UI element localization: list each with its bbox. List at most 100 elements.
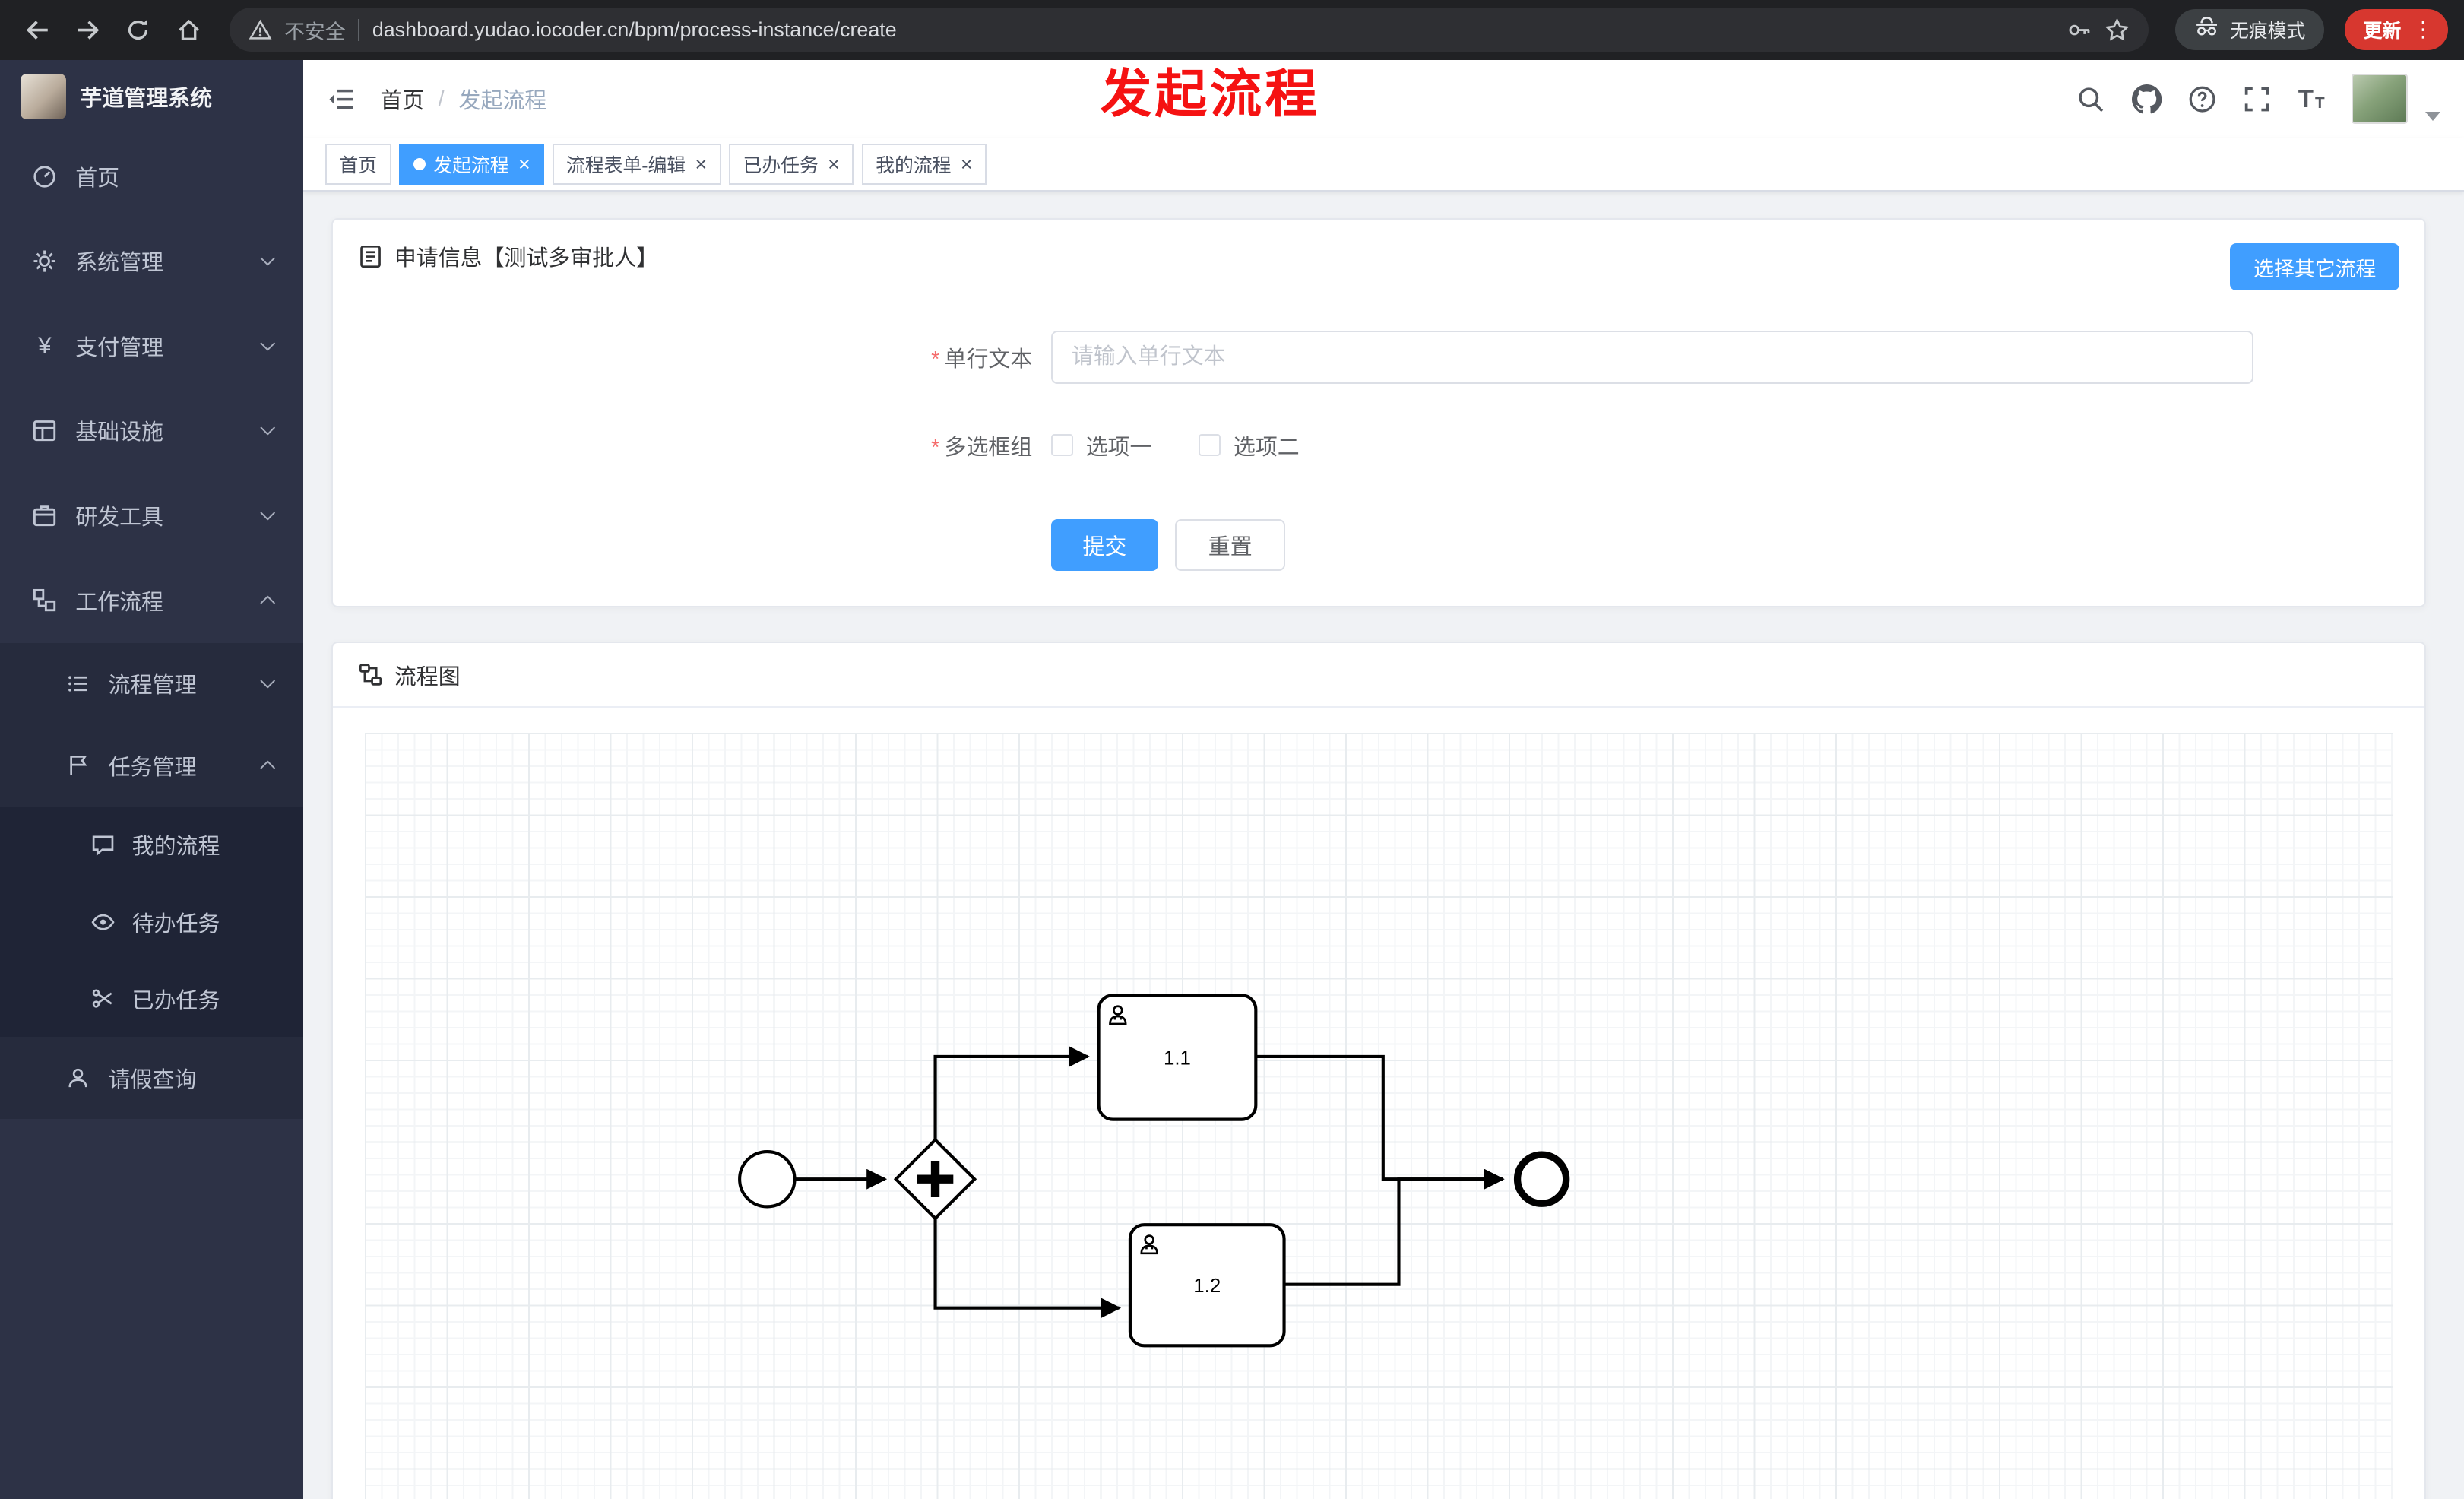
checkbox-box [1051,434,1074,457]
incognito-badge: 无痕模式 [2174,9,2325,51]
checkbox-option-two[interactable]: 选项二 [1199,429,1300,461]
update-button[interactable]: 更新 ⋮ [2344,9,2449,51]
flag-icon [65,752,91,778]
flowchart-icon [358,662,383,687]
sidebar-item-infrastructure[interactable]: 基础设施 [0,388,303,474]
sidebar-item-devtools[interactable]: 研发工具 [0,473,303,558]
list-icon [65,670,91,697]
sidebar-menu: 首页 系统管理 ¥ 支付管理 基础设施 [0,134,304,1119]
active-tab-dot [413,157,426,171]
back-icon[interactable] [16,8,60,52]
checkbox-option-one[interactable]: 选项一 [1051,429,1151,461]
logo-avatar [20,74,66,120]
close-icon[interactable]: × [518,152,530,176]
chevron-down-icon [260,505,276,521]
address-bar[interactable]: 不安全 dashboard.yudao.iocoder.cn/bpm/proce… [229,8,2149,52]
eye-icon [90,908,116,935]
required-mark: * [931,347,940,372]
sidebar-item-todo-tasks[interactable]: 待办任务 [0,883,304,961]
bpmn-sequence-flow [1255,1055,1505,1190]
single-line-text-label: 单行文本 [944,347,1033,372]
bpmn-end-event[interactable] [1513,1151,1569,1208]
close-icon[interactable]: × [695,152,708,176]
breadcrumb-home[interactable]: 首页 [380,89,425,114]
collapse-sidebar-icon[interactable] [327,85,355,113]
task-label: 1.1 [1164,1048,1191,1070]
parallel-plus-icon [917,1161,953,1198]
app-logo[interactable]: 芋道管理系统 [0,60,303,134]
github-icon[interactable] [2131,84,2162,114]
card-header: 流程图 [333,643,2425,708]
close-icon[interactable]: × [960,152,973,176]
tab-done-tasks[interactable]: 已办任务 × [729,144,854,185]
incognito-label: 无痕模式 [2230,21,2306,43]
tab-home[interactable]: 首页 [325,144,391,185]
toolbox-icon [31,502,58,529]
page-content: 申请信息【测试多审批人】 选择其它流程 *单行文本 *多选框组 选项一 [303,192,2464,1499]
bpmn-diagram: 1.1 1.2 [737,994,1569,1348]
update-label: 更新 [2363,21,2402,43]
scissors-icon [90,985,116,1012]
workflow-icon [31,587,58,613]
bookmark-star-icon[interactable] [2105,17,2130,43]
bpmn-user-task-1-1[interactable]: 1.1 [1097,994,1257,1122]
avatar[interactable] [2351,74,2409,125]
bpmn-parallel-gateway[interactable] [893,1138,977,1222]
tab-initiate-process[interactable]: 发起流程 × [398,144,545,185]
form-row-checkbox-group: *多选框组 选项一 选项二 [358,429,2399,461]
help-icon[interactable] [2188,85,2216,113]
workflow-submenu: 流程管理 任务管理 我的流程 [0,642,304,1119]
user-task-icon [1140,1234,1158,1255]
select-other-process-button[interactable]: 选择其它流程 [2230,243,2400,291]
sidebar-item-system-management[interactable]: 系统管理 [0,218,303,303]
bpmn-user-task-1-2[interactable]: 1.2 [1128,1223,1286,1348]
card-title: 流程图 [394,664,461,689]
fullscreen-icon[interactable] [2243,85,2271,113]
reset-button[interactable]: 重置 [1175,518,1285,572]
home-icon[interactable] [166,8,211,52]
task-label: 1.2 [1193,1276,1221,1298]
bpmn-start-event[interactable] [737,1150,797,1209]
submit-button[interactable]: 提交 [1051,518,1158,572]
sidebar-item-task-management[interactable]: 任务管理 [0,724,303,807]
single-line-text-input[interactable] [1051,330,2253,385]
kebab-menu-icon[interactable]: ⋮ [2412,17,2434,42]
reload-icon[interactable] [116,8,160,52]
breadcrumb: 首页 / 发起流程 [380,83,546,115]
tab-my-processes[interactable]: 我的流程 × [861,144,987,185]
diagram-body: 1.1 1.2 [333,708,2424,1499]
tags-view-bar: 首页 发起流程 × 流程表单-编辑 × 已办任务 × 我的流程 × [303,138,2464,192]
chevron-down-icon [260,420,276,436]
search-icon[interactable] [2076,85,2105,113]
sidebar-item-leave-query[interactable]: 请假查询 [0,1037,303,1119]
bpmn-sequence-flow [1284,1169,1505,1287]
sidebar-item-workflow[interactable]: 工作流程 [0,558,303,643]
chevron-down-icon [260,335,276,352]
close-icon[interactable]: × [828,152,840,176]
sidebar-item-home[interactable]: 首页 [0,134,303,219]
sidebar-item-my-processes[interactable]: 我的流程 [0,806,304,883]
form-row-single-line-text: *单行文本 [358,330,2399,385]
breadcrumb-current: 发起流程 [458,89,547,114]
chevron-up-icon [260,594,276,610]
avatar-dropdown-caret-icon[interactable] [2424,112,2440,121]
breadcrumb-separator: / [438,86,445,111]
sidebar-item-payment-management[interactable]: ¥ 支付管理 [0,303,303,388]
bpmn-canvas[interactable]: 1.1 1.2 [364,733,2394,1499]
user-icon [65,1065,91,1092]
annotation-title: 发起流程 [1100,65,1320,124]
sidebar-item-done-tasks[interactable]: 已办任务 [0,960,304,1038]
url-text: dashboard.yudao.iocoder.cn/bpm/process-i… [372,17,897,41]
chat-bubble-icon [90,832,116,858]
password-key-icon[interactable] [2067,17,2092,43]
forward-icon[interactable] [66,8,110,52]
incognito-icon [2194,14,2219,45]
tab-process-form-edit[interactable]: 流程表单-编辑 × [552,144,721,185]
process-diagram-card: 流程图 [331,642,2427,1499]
sidebar-item-process-management[interactable]: 流程管理 [0,643,303,725]
checkbox-box [1199,434,1221,457]
